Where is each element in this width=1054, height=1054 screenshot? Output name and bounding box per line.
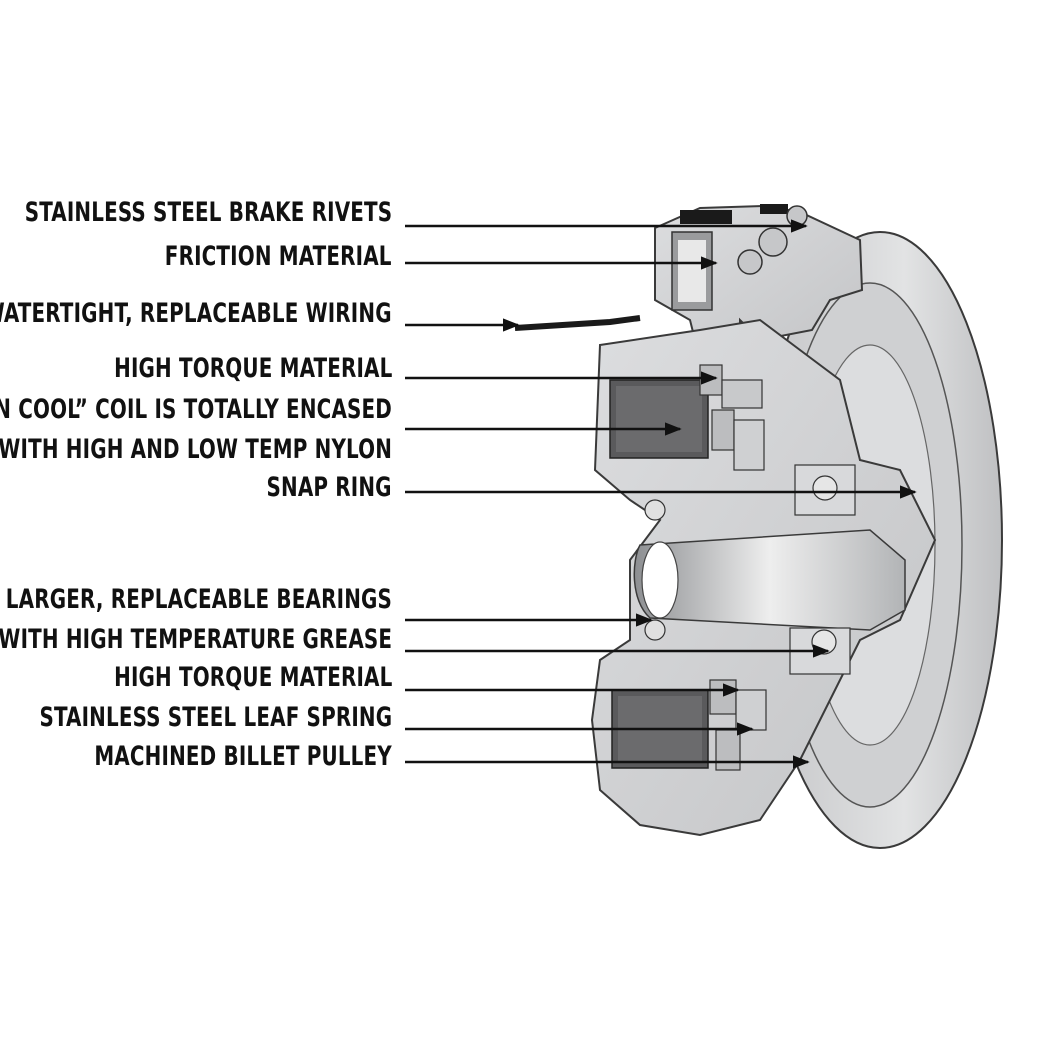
label-friction-material: FRICTION MATERIAL [165,241,392,272]
label-brake-rivets: STAINLESS STEEL BRAKE RIVETS [24,197,392,228]
label-leaf-spring: STAINLESS STEEL LEAF SPRING [39,702,392,733]
leader-lines [405,219,917,769]
upper-bearing [794,464,856,516]
upper-housing [654,204,864,361]
label-wiring: WATERTIGHT, REPLACEABLE WIRING [0,298,392,329]
label-pulley: MACHINED BILLET PULLEY [94,741,392,772]
label-bearings-line1: LARGER, REPLACEABLE BEARINGS [5,584,392,615]
label-bearings-line2: WITH HIGH TEMPERATURE GREASE [0,624,392,655]
label-coil-line1: “RUN COOL” COIL IS TOTALLY ENCASED [0,394,392,425]
label-high-torque-lower: HIGH TORQUE MATERIAL [113,662,392,693]
label-high-torque-upper: HIGH TORQUE MATERIAL [113,353,392,384]
label-snap-ring: SNAP RING [266,472,392,503]
label-coil-line2: WITH HIGH AND LOW TEMP NYLON [0,434,392,465]
